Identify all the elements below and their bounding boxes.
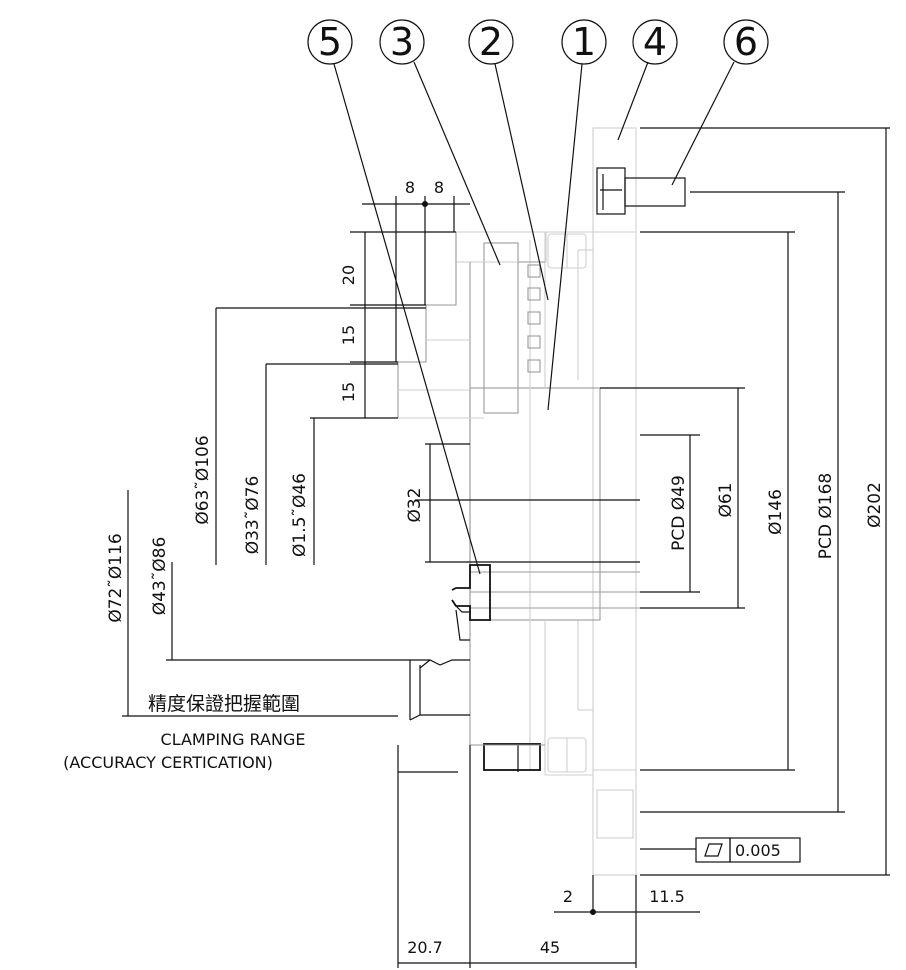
dim-d43-86: Ø43˜Ø86	[150, 537, 170, 616]
dim-pcd49: PCD Ø49	[669, 475, 689, 551]
tolerance-value: 0.005	[735, 841, 781, 860]
dim-15-b: 15	[339, 382, 358, 402]
dim-11-5: 11.5	[649, 887, 685, 906]
svg-text:5: 5	[318, 20, 342, 64]
balloon-5: 5	[307, 19, 481, 575]
dimensions: 8 8 20 15 15 Ø63˜Ø106 Ø33˜Ø76 Ø1.5˜Ø46 Ø…	[106, 127, 890, 968]
note-en-2: (ACCURACY CERTICATION)	[63, 753, 273, 772]
note-zh: 精度保證把握範圍	[148, 693, 300, 715]
dim-8-right: 8	[434, 178, 444, 197]
flatness-icon	[704, 843, 723, 857]
dim-d146: Ø146	[766, 489, 786, 535]
dim-d202: Ø202	[865, 482, 885, 528]
balloons: 5 3 2 1 4 6	[307, 19, 769, 575]
dim-8-left: 8	[405, 178, 415, 197]
note-en-1: CLAMPING RANGE	[161, 730, 306, 749]
dim-15-a: 15	[339, 325, 358, 345]
bolt	[596, 167, 686, 215]
balloon-2: 2	[468, 19, 549, 301]
dim-20: 20	[339, 265, 358, 285]
part-body	[397, 127, 686, 876]
svg-text:1: 1	[572, 20, 596, 64]
dim-d63-106: Ø63˜Ø106	[193, 435, 213, 524]
dim-2: 2	[563, 887, 573, 906]
balloon-3: 3	[379, 19, 501, 266]
clamping-range-note: 精度保證把握範圍 CLAMPING RANGE (ACCURACY CERTIC…	[63, 693, 305, 772]
svg-text:4: 4	[643, 20, 667, 64]
dim-20-7: 20.7	[407, 938, 443, 957]
dim-45: 45	[540, 938, 560, 957]
svg-text:2: 2	[479, 20, 503, 64]
balloon-6: 6	[671, 19, 769, 186]
dim-d61: Ø61	[716, 482, 736, 517]
dim-d33-76: Ø33˜Ø76	[243, 476, 263, 555]
svg-text:3: 3	[390, 20, 414, 64]
svg-text:6: 6	[734, 20, 758, 64]
balloon-1: 1	[547, 19, 607, 411]
flatness-tolerance: 0.005	[640, 837, 801, 863]
jaw-teeth-top	[527, 264, 541, 373]
dim-d1-46: Ø1.5˜Ø46	[290, 473, 310, 557]
dim-pcd168: PCD Ø168	[816, 473, 836, 559]
dim-d72-116: Ø72˜Ø116	[106, 533, 126, 622]
dim-d32: Ø32	[405, 487, 425, 522]
balloon-4: 4	[617, 19, 678, 141]
